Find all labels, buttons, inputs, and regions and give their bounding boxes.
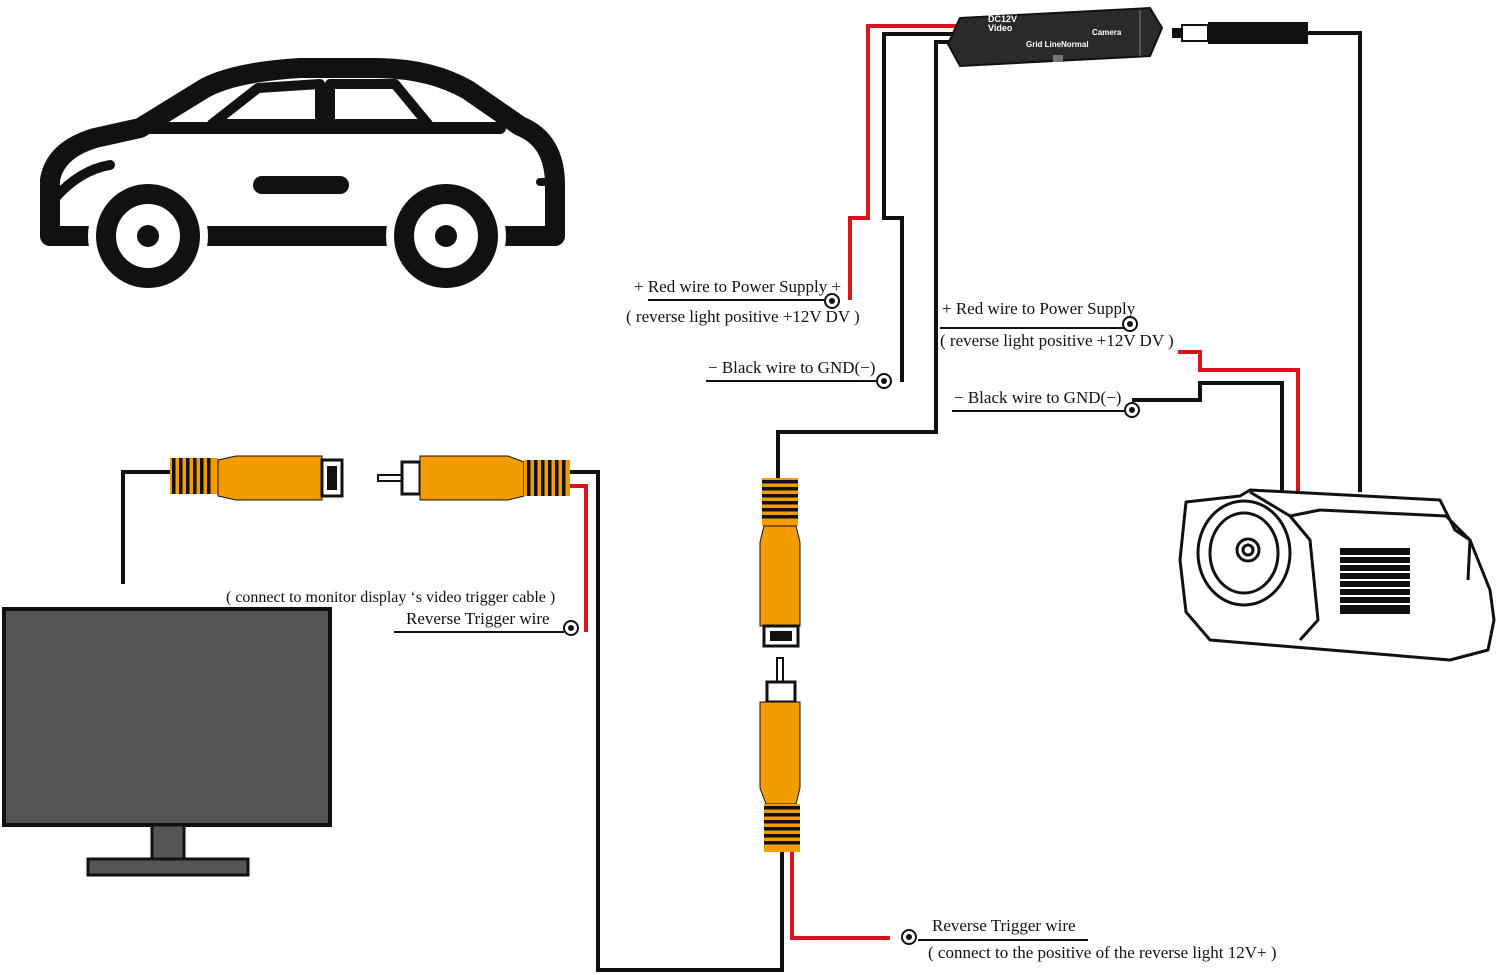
monitor-trigger-note: ( connect to monitor display ‘s video tr… (226, 589, 556, 606)
camera-plug-icon (1172, 22, 1308, 44)
monitor-video-wire (121, 470, 170, 584)
video-extension-wire (570, 470, 784, 972)
camera-red-power-label: + Red wire to Power Supply (942, 299, 1136, 318)
module-video: Video (988, 23, 1013, 33)
monitor-icon (2, 607, 332, 877)
camera-icon (1178, 488, 1496, 662)
module-video-wire (776, 40, 958, 478)
top-reverse-positive-label: ( reverse light positive +12V DV ) (626, 307, 860, 326)
rca-connector-icon (377, 455, 570, 501)
module-black-wire (882, 32, 958, 382)
rca-connector-icon (759, 478, 801, 648)
top-red-power-label: + Red wire to Power Supply + (634, 277, 842, 296)
camera-black-wire (1132, 381, 1284, 492)
module-red-wire (848, 24, 958, 300)
top-black-gnd-label: − Black wire to GND(−) (708, 358, 876, 377)
terminal-dot (824, 293, 840, 309)
camera-trigger-red-wire (790, 852, 890, 940)
module-dc12v: DC12V (988, 14, 1017, 24)
monitor-trigger-wire-label: Reverse Trigger wire (406, 609, 550, 628)
control-box-icon: DC12V Video Camera Grid Line Normal (946, 6, 1164, 68)
rca-connector-icon (759, 657, 801, 852)
camera-black-gnd-label: − Black wire to GND(−) (954, 388, 1122, 407)
terminal-dot (901, 929, 917, 945)
terminal-dot (563, 620, 579, 636)
camera-red-wire (1178, 350, 1300, 492)
camera-reverse-positive-label: ( reverse light positive +12V DV ) (940, 331, 1174, 350)
camera-cable (1305, 31, 1362, 492)
module-camera: Camera (1092, 28, 1122, 37)
wires (121, 24, 1362, 972)
car-wheels (88, 176, 506, 296)
car-icon (40, 58, 565, 246)
module-grid-line: Grid Line (1026, 40, 1062, 49)
terminal-dot (1122, 316, 1138, 332)
terminal-dots (563, 293, 1140, 945)
module-normal: Normal (1061, 40, 1089, 49)
terminal-dot (876, 373, 892, 389)
bottom-trigger-wire-label: Reverse Trigger wire (932, 916, 1076, 935)
terminal-dot (1124, 402, 1140, 418)
rca-connector-icon (170, 455, 344, 501)
monitor-trigger-red-wire (570, 484, 588, 632)
leader-lines (394, 299, 1126, 941)
bottom-trigger-note: ( connect to the positive of the reverse… (928, 943, 1277, 962)
